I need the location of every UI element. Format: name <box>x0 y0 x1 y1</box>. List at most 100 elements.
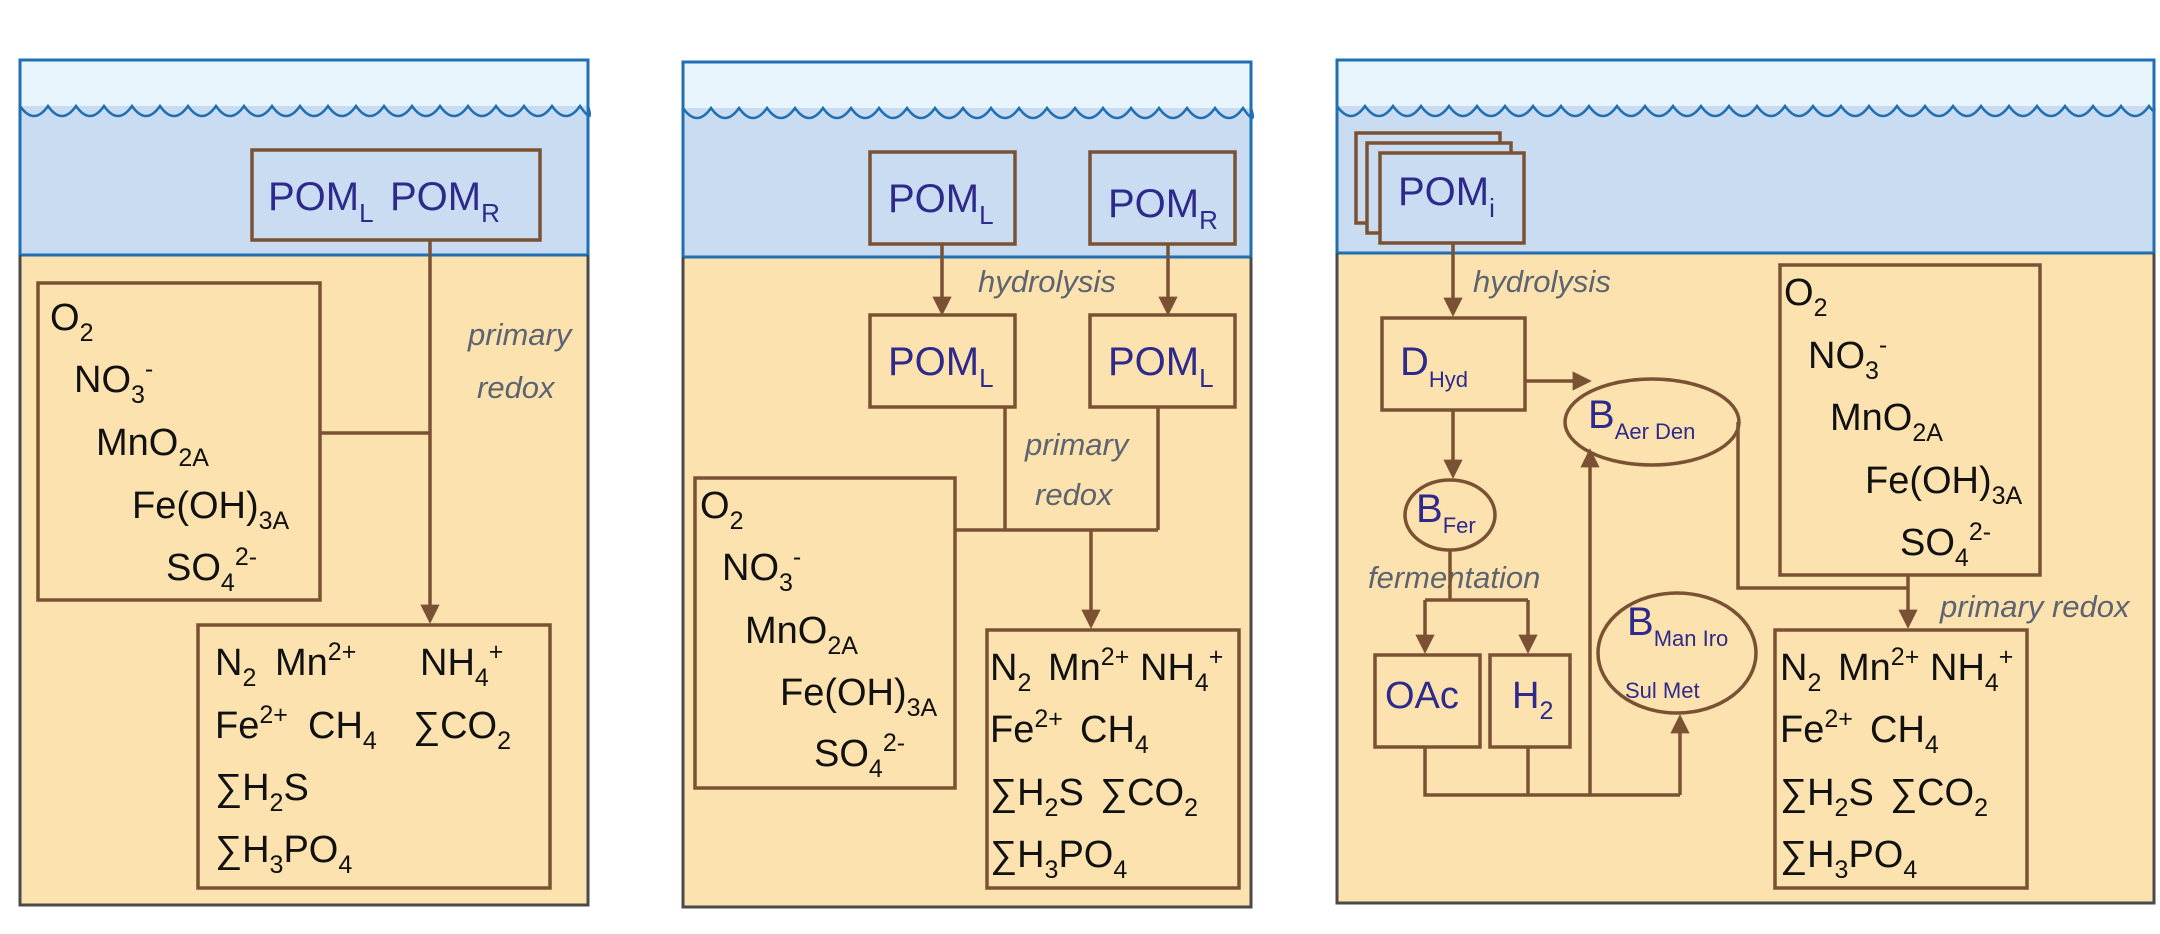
water-frame <box>681 60 1253 257</box>
sediment-frame <box>681 257 1253 909</box>
panel-1: POML POMR primary redox O2 NO3- MnO2A Fe… <box>18 58 591 907</box>
product-nh4: NH4+ <box>1140 643 1223 697</box>
product-ch4: CH4 <box>1870 709 1939 759</box>
d-hyd-label: DHyd <box>1400 340 1468 392</box>
pom-l-label: POML <box>268 175 374 228</box>
oxidant-box <box>1778 263 2042 577</box>
sediment-frame <box>18 255 590 907</box>
product-ch4: CH4 <box>308 705 377 755</box>
product-nh4: NH4+ <box>420 638 503 692</box>
product-n2: N2 <box>215 642 256 692</box>
pom-l-hydrolyzed-box-b <box>1088 313 1237 409</box>
oxidant-list: O2 NO3- MnO2A Fe(OH)3A SO42- <box>1784 272 2023 572</box>
pom-box <box>250 148 542 242</box>
redox-connector <box>1736 422 1908 590</box>
pom-i-box <box>1378 151 1526 245</box>
product-mn: Mn2+ <box>1838 643 1919 689</box>
oxidant-so4: SO42- <box>814 729 905 783</box>
oxidant-so4: SO42- <box>166 543 257 597</box>
pom-r-box <box>1088 150 1237 246</box>
pom-i-stack <box>1354 131 1526 245</box>
label-primary-redox: primary redox <box>1939 589 2131 624</box>
oxidant-mno2: MnO2A <box>1830 397 1943 447</box>
b-aer-den-label: BAer Den <box>1588 393 1695 444</box>
product-h2s: ∑H2S <box>1780 772 1874 822</box>
pom-l-hydrolyzed-label-b: POML <box>1108 340 1214 393</box>
product-list: N2 Mn2+ NH4+ Fe2+ CH4 ∑H2S ∑CO2 ∑H3PO4 <box>990 643 1223 884</box>
water-surface <box>683 62 1251 108</box>
b-man-iro-ellipse <box>1596 591 1758 715</box>
h2-box <box>1488 653 1572 749</box>
wave-line <box>1335 103 2156 118</box>
oxidant-box <box>693 476 957 790</box>
oxidant-so4: SO42- <box>1900 518 1991 572</box>
label-hydrolysis: hydrolysis <box>978 264 1116 299</box>
wave-line <box>18 103 591 118</box>
sediment-frame <box>1335 253 2156 905</box>
redox-connector <box>955 407 1160 532</box>
panel-2: POML POMR hydrolysis POML POML primary r… <box>681 60 1254 909</box>
oxidant-no3: NO3- <box>722 543 801 597</box>
pom-l-hydrolyzed-box-a <box>868 313 1017 409</box>
oxidant-list: O2 NO3- MnO2A Fe(OH)3A SO42- <box>700 485 938 783</box>
product-list: N2 Mn2+ NH4+ Fe2+ CH4 ∑H2S ∑CO2 ∑H3PO4 <box>1780 643 2013 884</box>
oxidant-no3: NO3- <box>74 355 153 409</box>
product-n2: N2 <box>1780 647 1821 697</box>
pom-l-label: POML <box>888 177 994 230</box>
oxidant-feoh3: Fe(OH)3A <box>132 485 290 535</box>
product-h2s: ∑H2S <box>990 772 1084 822</box>
label-hydrolysis: hydrolysis <box>1473 264 1611 299</box>
oxidant-no3: NO3- <box>1808 331 1887 385</box>
oxidant-mno2: MnO2A <box>96 422 209 472</box>
pom-l-hydrolyzed-label-a: POML <box>888 340 994 393</box>
oxidant-o2: O2 <box>1784 272 1827 322</box>
product-box <box>985 628 1241 890</box>
product-h2s: ∑H2S <box>215 767 309 817</box>
b-man-iro-line2: Sul Met <box>1625 678 1700 703</box>
product-fe: Fe2+ <box>990 705 1063 751</box>
fermentation-connector <box>1425 550 1528 602</box>
oac-box <box>1373 653 1482 749</box>
b-man-iro-label: BMan Iro <box>1627 600 1728 651</box>
oxidant-box <box>36 281 322 602</box>
oxidant-mno2: MnO2A <box>745 610 858 660</box>
product-co2: ∑CO2 <box>1100 772 1198 822</box>
water-frame <box>1335 58 2156 253</box>
product-nh4: NH4+ <box>1930 643 2013 697</box>
oxidant-o2: O2 <box>50 297 93 347</box>
product-h3po4: ∑H3PO4 <box>990 834 1127 884</box>
h2-label: H2 <box>1512 675 1553 725</box>
label-redox: redox <box>477 370 556 405</box>
sediment-layer <box>683 257 1251 907</box>
water-surface <box>20 60 588 106</box>
product-mn: Mn2+ <box>275 638 356 684</box>
product-box <box>196 623 552 890</box>
oxidant-list: O2 NO3- MnO2A Fe(OH)3A SO42- <box>50 297 290 597</box>
product-h3po4: ∑H3PO4 <box>215 829 352 879</box>
water-frame <box>18 58 590 255</box>
sediment-layer <box>20 255 588 905</box>
label-primary: primary <box>1024 427 1131 462</box>
product-n2: N2 <box>990 647 1031 697</box>
product-fe: Fe2+ <box>1780 705 1853 751</box>
wave-line <box>681 105 1254 120</box>
product-box <box>1773 628 2029 890</box>
product-ch4: CH4 <box>1080 709 1149 759</box>
label-fermentation: fermentation <box>1368 560 1540 595</box>
pom-i-label: POMi <box>1398 170 1495 223</box>
product-h3po4: ∑H3PO4 <box>1780 834 1917 884</box>
oxidant-feoh3: Fe(OH)3A <box>1865 460 2023 510</box>
product-co2: ∑CO2 <box>413 705 511 755</box>
oxidant-feoh3: Fe(OH)3A <box>780 672 938 722</box>
product-mn: Mn2+ <box>1048 643 1129 689</box>
oxidant-o2: O2 <box>700 485 743 535</box>
oac-label: OAc <box>1385 675 1459 717</box>
pom-r-label: POMR <box>1108 182 1218 235</box>
panel-3: POMi hydrolysis DHyd BAer Den BFer ferme… <box>1335 58 2156 905</box>
substrate-connector <box>1423 747 1680 797</box>
pom-r-label: POMR <box>390 175 500 228</box>
product-fe: Fe2+ <box>215 701 288 747</box>
water-surface <box>1337 60 2154 106</box>
b-fer-label: BFer <box>1416 487 1476 538</box>
